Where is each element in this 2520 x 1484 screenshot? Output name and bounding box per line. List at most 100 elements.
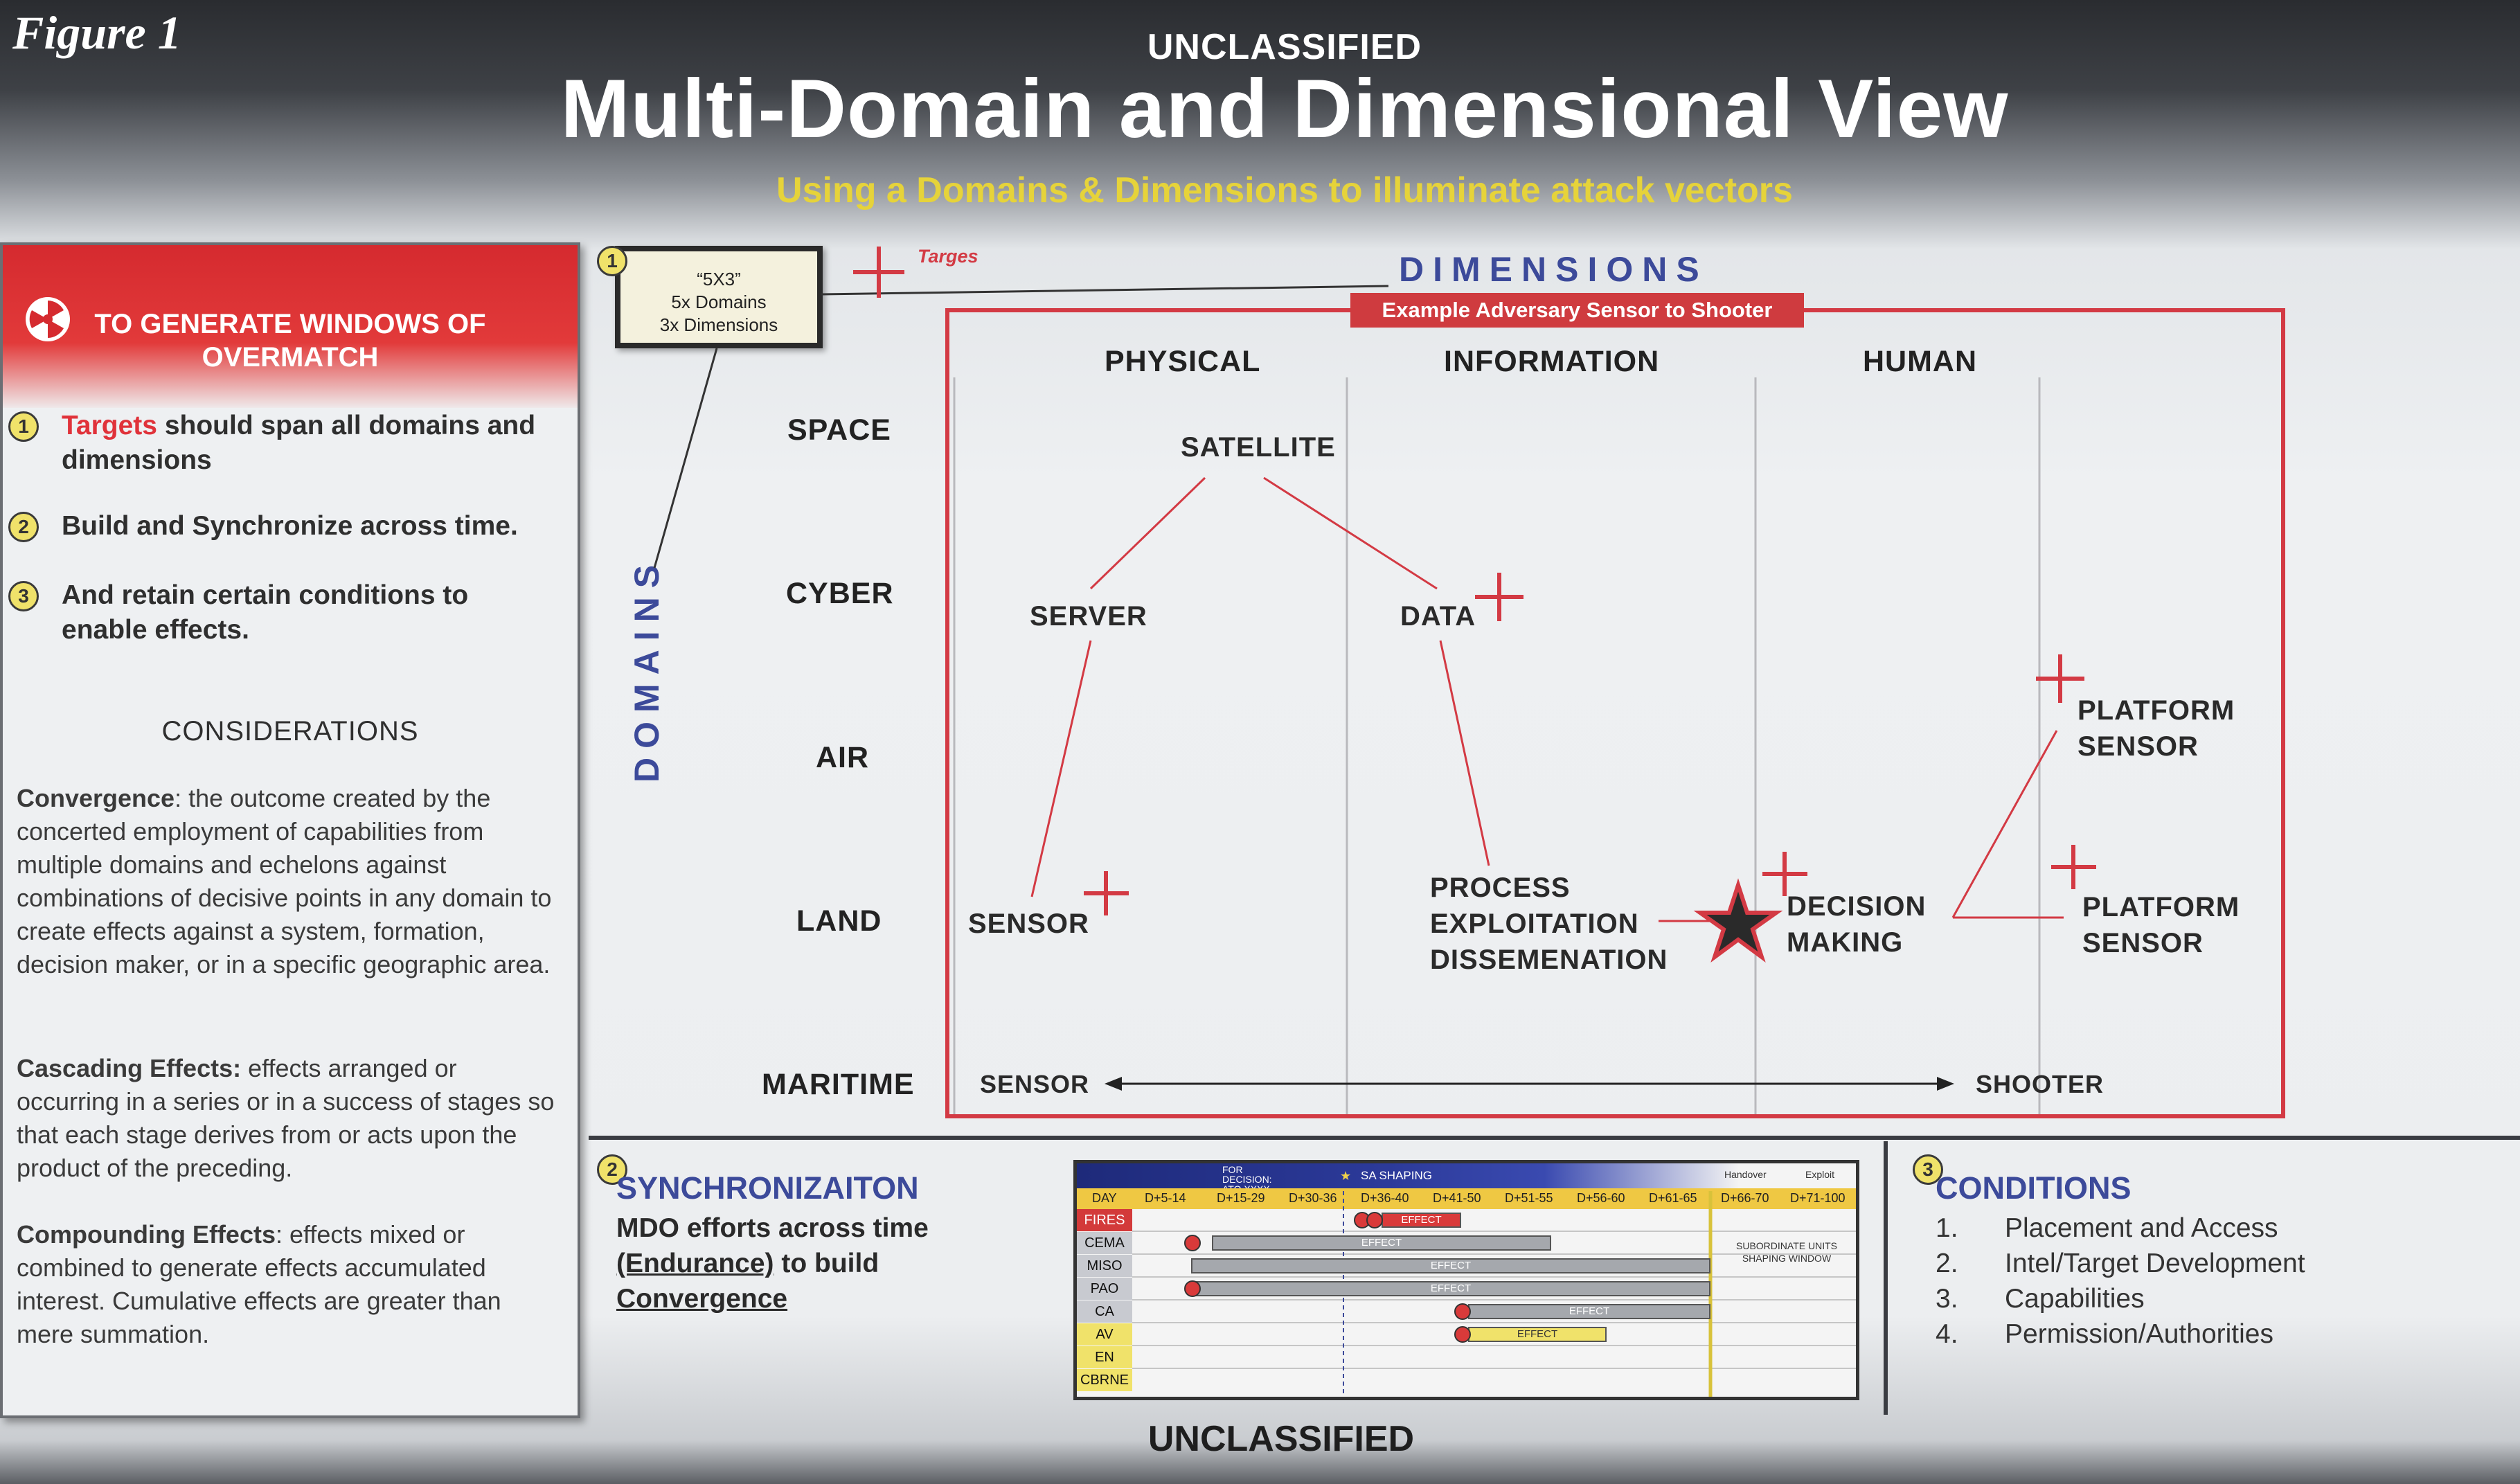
link-platform1-decision	[1951, 730, 2058, 918]
day-col-6: D+56-60	[1577, 1191, 1625, 1205]
row-maritime: MARITIME	[762, 1068, 915, 1101]
day-col-7: D+61-65	[1649, 1191, 1697, 1205]
node-platform-sensor-land-line1: PLATFORM	[2082, 892, 2240, 922]
day-col-1: D+15-29	[1217, 1191, 1265, 1205]
shaping-window-line2: SHAPING WINDOW	[1742, 1253, 1832, 1264]
row-space: SPACE	[787, 413, 891, 447]
sync-line-2-rest: to build	[774, 1249, 879, 1278]
shaping-window-label: SUBORDINATE UNITS SHAPING WINDOW	[1724, 1240, 1849, 1264]
tag-box-line-2: 5x Domains	[671, 292, 767, 312]
day-col-0: D+5-14	[1145, 1191, 1186, 1205]
step-1-badge: 1	[8, 411, 39, 442]
conditions-divider	[1884, 1141, 1888, 1415]
star-icon: ★	[1340, 1169, 1352, 1183]
convergence-term: Convergence	[17, 784, 175, 812]
cascading-term: Cascading Effects:	[17, 1054, 242, 1082]
step-3-badge: 3	[8, 581, 39, 611]
sync-convergence: Convergence	[616, 1284, 788, 1314]
ca-effect-bar: EFFECT	[1468, 1304, 1710, 1319]
row-cbrne: CBRNE	[1077, 1369, 1132, 1391]
node-maritime-sensor: SENSOR	[980, 1070, 1090, 1098]
node-decision-making: DECISION MAKING	[1787, 888, 1926, 960]
sync-line-1: MDO efforts across time	[616, 1213, 929, 1243]
sync-matrix-handover-label: Handover	[1724, 1169, 1767, 1180]
condition-text: Capabilities	[2005, 1284, 2145, 1314]
step-2-text: Build and Synchronize across time.	[62, 511, 518, 541]
bottom-divider	[589, 1136, 2520, 1140]
classification-top: UNCLASSIFIED	[1147, 27, 1422, 67]
convergence-definition: Convergence: the outcome created by the …	[17, 782, 564, 981]
compounding-text: : effects mixed or combined to generate …	[17, 1220, 501, 1348]
step-1-text: Targets should span all domains and dime…	[62, 409, 560, 478]
target-plus-marker	[1475, 573, 1523, 621]
left-panel-header-text: TO GENERATE WINDOWS OF OVERMATCH	[94, 309, 486, 373]
fires-effect-bar: EFFECT	[1382, 1213, 1461, 1228]
node-platform-sensor-air-line1: PLATFORM	[2077, 695, 2235, 726]
miso-effect-bar: EFFECT	[1191, 1258, 1710, 1273]
day-col-8: D+66-70	[1721, 1191, 1769, 1205]
step-2-badge: 2	[8, 512, 39, 542]
condition-text: Intel/Target Development	[2005, 1249, 2305, 1278]
condition-text: Placement and Access	[2005, 1213, 2278, 1243]
node-ped-line3: DISSEMENATION	[1430, 945, 1668, 975]
sync-matrix-exploit-label: Exploit	[1805, 1169, 1835, 1180]
day-col-5: D+51-55	[1505, 1191, 1553, 1205]
row-ca: CA	[1077, 1300, 1132, 1323]
condition-item: 1. Placement and Access	[1936, 1210, 2305, 1246]
row-pao: PAO	[1077, 1278, 1132, 1300]
conditions-badge: 3	[1913, 1154, 1943, 1185]
node-satellite: SATELLITE	[1181, 432, 1336, 463]
day-col-3: D+36-40	[1361, 1191, 1409, 1205]
sync-text: MDO efforts across time (Endurance) to b…	[616, 1210, 929, 1316]
sync-line-3: Convergence	[616, 1281, 929, 1316]
row-cyber: CYBER	[786, 577, 894, 610]
decision-star-icon	[1693, 878, 1783, 963]
dimensions-connector	[820, 285, 1389, 296]
figure-label: Figure 1	[12, 6, 181, 59]
page-subtitle: Using a Domains & Dimensions to illumina…	[776, 170, 1793, 211]
marker-dot	[1184, 1280, 1201, 1297]
row-fires: FIRES	[1077, 1209, 1132, 1231]
av-effect-bar: EFFECT	[1468, 1327, 1607, 1342]
link-data-ped	[1439, 640, 1490, 866]
row-land: LAND	[796, 904, 882, 938]
convergence-text: : the outcome created by the concerted e…	[17, 784, 552, 978]
sync-matrix-day-row	[1077, 1188, 1856, 1209]
node-decision-line1: DECISION	[1787, 891, 1927, 922]
target-plus-marker	[853, 247, 904, 298]
row-en: EN	[1077, 1346, 1132, 1368]
classification-bottom: UNCLASSIFIED	[1147, 1419, 1415, 1459]
sync-matrix: FOR DECISION: ATO XXXX ★ SA SHAPING Hand…	[1073, 1160, 1859, 1400]
column-physical: PHYSICAL	[1105, 345, 1261, 378]
target-plus-marker	[2051, 845, 2096, 889]
sync-matrix-grid	[1132, 1191, 1856, 1397]
sync-title: SYNCHRONIZAITON	[616, 1170, 919, 1206]
row-av: AV	[1077, 1323, 1132, 1346]
five-by-three-box: “5X3” 5x Domains 3x Dimensions	[615, 246, 823, 348]
column-information: INFORMATION	[1444, 345, 1660, 378]
condition-number: 4.	[1936, 1319, 1958, 1349]
sync-badge: 2	[597, 1154, 627, 1185]
link-satellite-server	[1089, 476, 1206, 590]
node-platform-sensor-air: PLATFORM SENSOR	[2077, 692, 2235, 765]
left-panel: TO GENERATE WINDOWS OF OVERMATCH 1 Targe…	[0, 242, 580, 1418]
arrow-right-icon	[1937, 1077, 1954, 1091]
page-title: Multi-Domain and Dimensional View	[560, 62, 2009, 155]
condition-text: Permission/Authorities	[2005, 1319, 2273, 1349]
marker-dot	[1454, 1326, 1471, 1343]
condition-number: 3.	[1936, 1284, 1958, 1314]
example-banner: Example Adversary Sensor to Shooter	[1350, 293, 1804, 328]
node-ped-line2: EXPLOITATION	[1430, 909, 1639, 939]
row-cema: CEMA	[1077, 1232, 1132, 1254]
row-miso: MISO	[1077, 1255, 1132, 1277]
step-3-text: And retain certain conditions to enable …	[62, 580, 469, 645]
day-col-4: D+41-50	[1433, 1191, 1481, 1205]
step-1-label: should span all domains and dimensions	[62, 411, 536, 475]
condition-number: 1.	[1936, 1213, 1958, 1243]
conditions-list: 1.Placement and Access 2.Intel/Target De…	[1936, 1210, 2305, 1352]
node-ped-line1: PROCESS	[1430, 873, 1571, 903]
condition-item: 4. Permission/Authorities	[1936, 1316, 2305, 1352]
shaping-window-line1: SUBORDINATE UNITS	[1736, 1240, 1837, 1251]
